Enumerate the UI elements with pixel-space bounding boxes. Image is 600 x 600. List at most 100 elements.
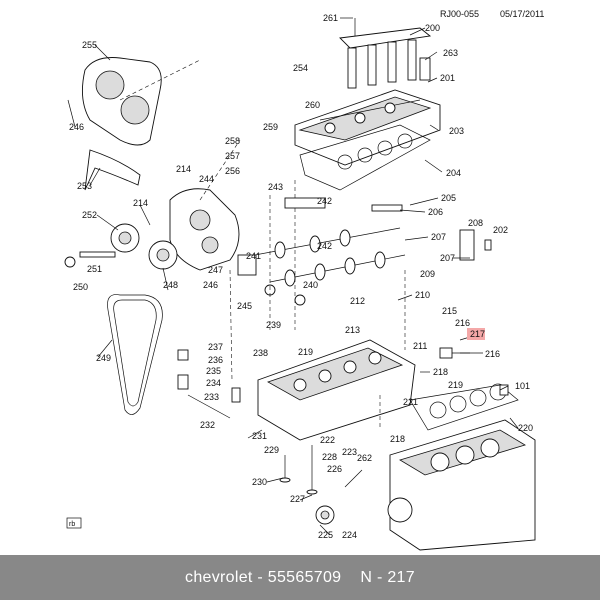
callout-246b: 246: [203, 280, 218, 290]
callout-234: 234: [206, 378, 221, 388]
callout-246a: 246: [69, 122, 84, 132]
callout-214b: 214: [133, 198, 148, 208]
callout-231: 231: [252, 431, 267, 441]
idler-pulley: [315, 505, 335, 525]
callout-222: 222: [320, 435, 335, 445]
callout-245: 245: [237, 301, 252, 311]
timing-housing: [169, 188, 240, 271]
callout-235: 235: [206, 366, 221, 376]
callout-224: 224: [342, 530, 357, 540]
timing-belt: [107, 294, 163, 415]
cylinder-head: [257, 339, 416, 441]
callout-218b: 218: [390, 434, 405, 444]
cover-gasket: [299, 124, 431, 191]
callout-219a: 219: [298, 347, 313, 357]
callout-220: 220: [518, 423, 533, 433]
diagram-code: RJ00-055: [440, 9, 479, 19]
callout-237: 237: [208, 342, 223, 352]
callout-251: 251: [87, 264, 102, 274]
part-caption: chevrolet - 55565709 N - 217: [185, 568, 415, 586]
callout-207b: 207: [440, 253, 455, 263]
callout-258: 258: [225, 136, 240, 146]
callout-255: 255: [82, 40, 97, 50]
callout-205: 205: [441, 193, 456, 203]
callout-204: 204: [446, 168, 461, 178]
leader-lines: [67, 17, 519, 536]
bolt-251: [79, 251, 116, 258]
callout-214a: 214: [176, 164, 191, 174]
callout-210: 210: [415, 290, 430, 300]
callout-230: 230: [252, 477, 267, 487]
callout-239: 239: [266, 320, 281, 330]
corner-box: [66, 517, 82, 529]
callout-213: 213: [345, 325, 360, 335]
belt-cover-bracket: [84, 149, 141, 191]
callout-253: 253: [77, 181, 92, 191]
callout-252: 252: [82, 210, 97, 220]
camshaft-gear-upper: [110, 223, 140, 253]
intake-valve: [279, 455, 291, 483]
callout-238: 238: [253, 348, 268, 358]
washer-250: [64, 256, 76, 268]
callout-262: 262: [357, 453, 372, 463]
seal-239: [294, 294, 306, 306]
callout-208: 208: [468, 218, 483, 228]
callout-257: 257: [225, 151, 240, 161]
callout-206: 206: [428, 207, 443, 217]
corner-label: rb: [69, 521, 75, 528]
callout-219b: 219: [448, 380, 463, 390]
callout-240: 240: [303, 280, 318, 290]
bracket-241: [237, 254, 257, 276]
callout-216a: 216: [455, 318, 470, 328]
callout-209: 209: [420, 269, 435, 279]
callout-254: 254: [293, 63, 308, 73]
callout-225: 225: [318, 530, 333, 540]
callout-217: 217: [470, 329, 485, 339]
timing-belt-cover: [81, 57, 162, 146]
callout-259: 259: [263, 122, 278, 132]
caption-bar: chevrolet - 55565709 N - 217: [0, 555, 600, 600]
callout-236: 236: [208, 355, 223, 365]
callout-218a: 218: [433, 367, 448, 377]
guide-243: [284, 197, 326, 209]
engine-exploded-diagram: RJ00-055 05/17/2011: [64, 9, 544, 551]
callout-260: 260: [305, 100, 320, 110]
exhaust-camshaft: [254, 227, 401, 259]
bolt-202: [484, 239, 492, 251]
camshaft-gear-lower: [148, 240, 178, 270]
ignition-coil: [339, 18, 432, 89]
camshaft-cover: [294, 89, 441, 166]
callout-244: 244: [199, 174, 214, 184]
callout-215: 215: [442, 306, 457, 316]
callout-202: 202: [493, 225, 508, 235]
intake-camshaft: [269, 251, 406, 287]
callout-250: 250: [73, 282, 88, 292]
callout-226: 226: [327, 464, 342, 474]
callout-223: 223: [342, 447, 357, 457]
callout-200: 200: [425, 23, 440, 33]
callout-242a: 242: [317, 196, 332, 206]
exhaust-valve: [306, 445, 318, 495]
callout-243: 243: [268, 182, 283, 192]
callout-101: 101: [515, 381, 530, 391]
callout-212: 212: [350, 296, 365, 306]
callout-249: 249: [96, 353, 111, 363]
callout-247: 247: [208, 265, 223, 275]
callout-232: 232: [200, 420, 215, 430]
callout-248: 248: [163, 280, 178, 290]
callout-211: 211: [413, 341, 427, 351]
diagram-date: 05/17/2011: [500, 9, 544, 19]
callout-217-highlight: [467, 328, 485, 340]
callout-201: 201: [440, 73, 455, 83]
callout-216b: 216: [485, 349, 500, 359]
callout-229: 229: [264, 445, 279, 455]
callout-242b: 242: [317, 241, 332, 251]
callout-221: 221: [403, 397, 418, 407]
callout-261: 261: [323, 13, 338, 23]
callout-233: 233: [204, 392, 219, 402]
engine-block: [387, 419, 536, 551]
callout-263: 263: [443, 48, 458, 58]
callout-227: 227: [290, 494, 305, 504]
valve-springs: [177, 349, 241, 419]
callout-241: 241: [246, 251, 261, 261]
